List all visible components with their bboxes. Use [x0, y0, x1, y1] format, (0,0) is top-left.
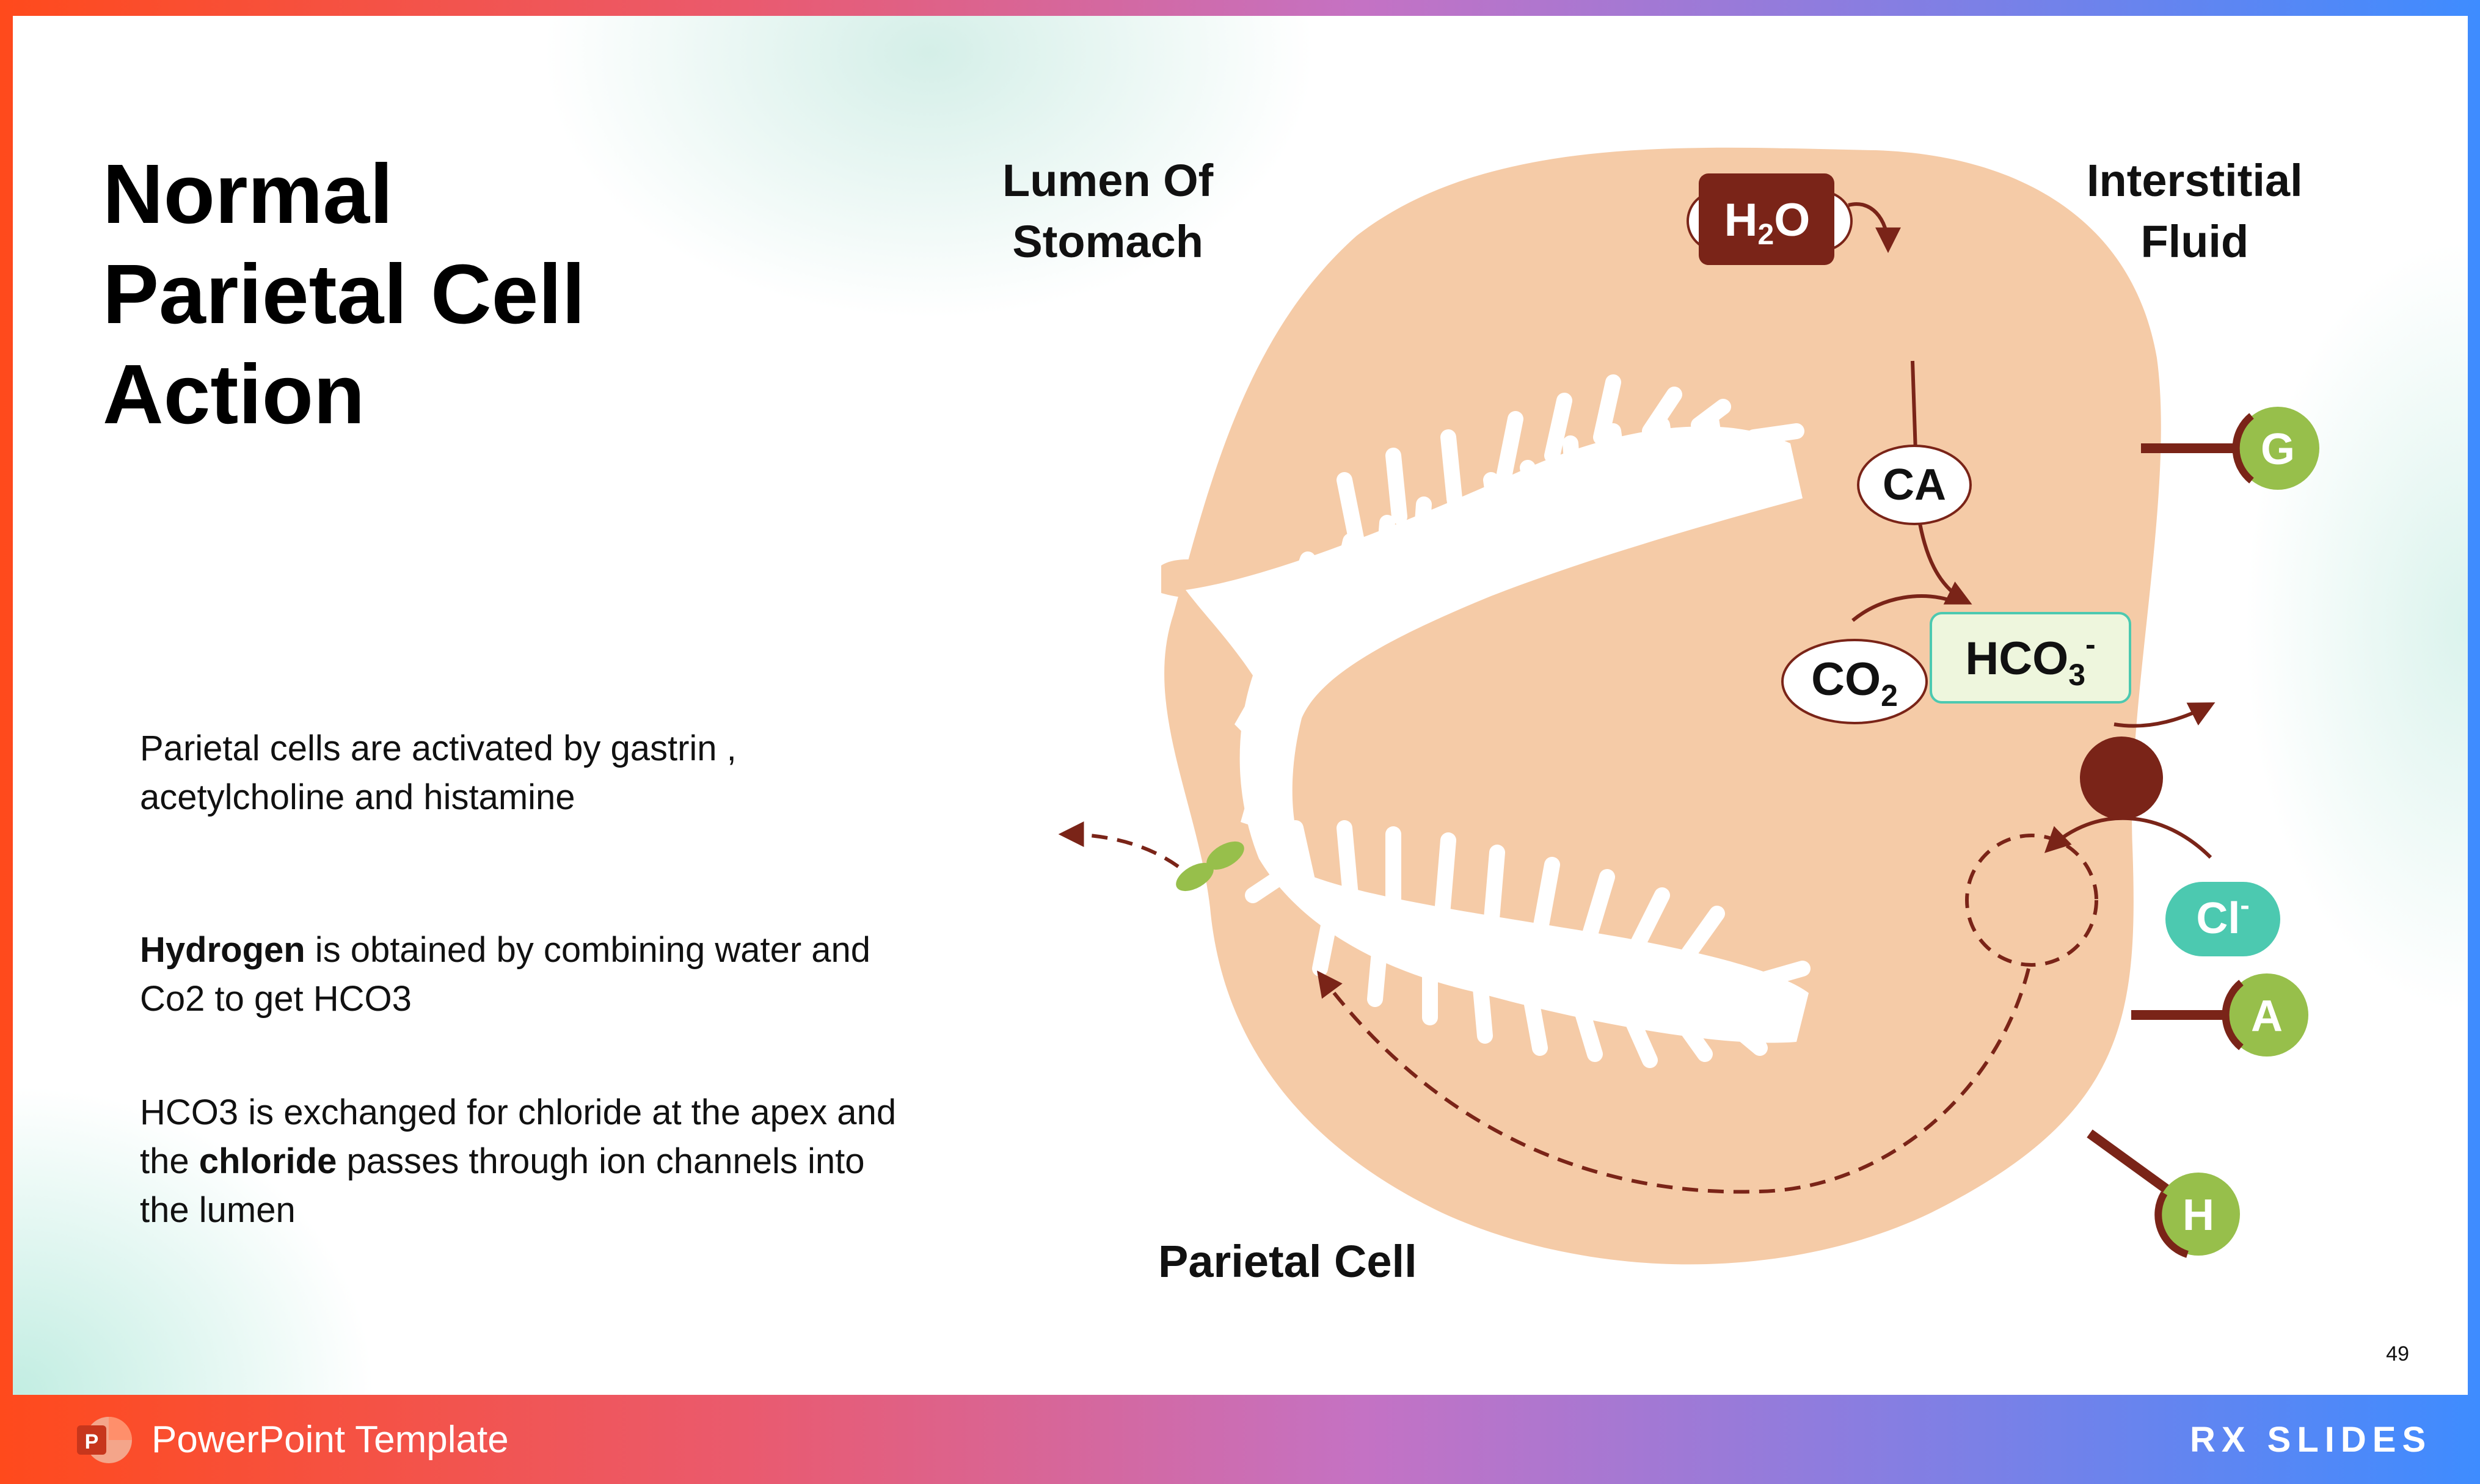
receptor-h-circle	[2157, 1173, 2240, 1256]
paragraph-chloride-end: passes through ion channels into the lum…	[140, 1141, 865, 1230]
h2o-text-end: O	[1774, 194, 1810, 246]
slide: Normal Parietal Cell Action Parietal cel…	[13, 16, 2468, 1395]
cell-body	[1164, 147, 2161, 1265]
line-to-ca	[1911, 360, 1917, 453]
arrow-co2-to-hco3	[1851, 594, 1957, 622]
paragraph-hydrogen: Hydrogen is obtained by combining water …	[140, 926, 910, 1024]
title-line-1: Normal	[103, 147, 393, 241]
footer-app-text: PowerPoint Template	[151, 1419, 509, 1461]
label-interstitial: Interstitial Fluid	[2087, 150, 2303, 272]
paragraph-activation: Parietal cells are activated by gastrin …	[140, 729, 737, 817]
dashed-arrow-recirculation	[1317, 968, 2030, 1194]
cl-superscript: -	[2240, 889, 2249, 921]
paragraph-chloride-start: HCO3 is exchanged for chloride at the ap…	[140, 1093, 897, 1181]
paragraph-chloride-bold: chloride	[199, 1141, 337, 1181]
svg-text:Cl-: Cl-	[2196, 889, 2249, 943]
cl-ion	[2165, 882, 2280, 956]
hco3-text: HCO	[1965, 633, 2068, 685]
hco3-superscript: -	[2085, 627, 2096, 661]
co2-text: CO	[1811, 653, 1881, 705]
ion-channel-left	[1176, 862, 1214, 892]
powerpoint-icon-letter: P	[85, 1430, 99, 1453]
hco3-subscript: 3	[2068, 658, 2085, 692]
footer-bar: P PowerPoint Template RX SLIDES	[0, 1395, 2480, 1484]
exchanger-protein	[2080, 737, 2163, 820]
svg-text:H2O: H2O	[1724, 194, 1811, 251]
label-interstitial-line-2: Fluid	[2140, 216, 2249, 267]
label-lumen: Lumen Of Stomach	[1002, 150, 1213, 272]
paragraph-hydrogen-rest: is obtained by combining water and Co2 t…	[140, 930, 871, 1019]
page-number: 49	[2386, 1342, 2409, 1366]
receptor-a-label: A	[2251, 992, 2283, 1041]
h2o-badge	[1699, 173, 1834, 265]
receptor-a-cup	[2222, 980, 2244, 1050]
ca-label: CA	[1883, 460, 1946, 509]
label-lumen-line-2: Stomach	[1012, 216, 1203, 267]
receptor-a-circle	[2225, 973, 2308, 1057]
receptor-g-cup	[2232, 413, 2254, 484]
arrow-ca-to-hco3	[1917, 516, 1972, 605]
arrow-hco3-out	[2113, 702, 2216, 728]
paragraph-hydrogen-bold: Hydrogen	[140, 930, 305, 970]
brand-logo: RX SLIDES	[2190, 1420, 2432, 1460]
co2-molecule	[1781, 639, 1928, 724]
canaliculus-lower-branches	[1288, 820, 1811, 1068]
label-lumen-line-1: Lumen Of	[1002, 155, 1214, 206]
co2-subscript: 2	[1881, 678, 1898, 713]
title-line-3: Action	[103, 347, 365, 442]
svg-text:HCO3-: HCO3-	[1965, 627, 2095, 692]
h2o-text: H	[1724, 194, 1758, 246]
receptor-g-circle	[2236, 407, 2319, 490]
receptor-h-label: H	[2183, 1191, 2214, 1240]
cl-text: Cl	[2196, 894, 2240, 943]
receptor-h-cup	[2154, 1191, 2189, 1258]
title-line-2: Parietal Cell	[103, 247, 586, 341]
ion-channel-right	[1206, 841, 1244, 870]
svg-text:CO2: CO2	[1811, 653, 1898, 713]
paragraph-chloride: HCO3 is exchanged for chloride at the ap…	[140, 1088, 910, 1235]
receptor-h-stalk	[2087, 1129, 2177, 1199]
slide-title: Normal Parietal Cell Action	[103, 144, 713, 445]
h2o-subscript: 2	[1758, 219, 1774, 251]
canaliculus-upper-branches	[1227, 374, 1804, 903]
exchanger-vesicle	[1965, 834, 2098, 967]
powerpoint-icon: P	[77, 1417, 132, 1463]
parietal-cell-diagram: H2O CA CO2 HCO3- Cl- G A	[1058, 147, 2319, 1265]
arrow-h2o-in	[1848, 202, 1901, 253]
dashed-arrow-to-lumen	[1058, 821, 1200, 885]
ca-enzyme	[1857, 445, 1972, 525]
label-interstitial-line-1: Interstitial	[2087, 155, 2303, 206]
hco3-box	[1930, 612, 2131, 704]
h2o-molecule: H2O	[1687, 173, 1853, 265]
label-parietal-cell: Parietal Cell	[1158, 1236, 1417, 1287]
receptor-g-label: G	[2261, 425, 2295, 474]
